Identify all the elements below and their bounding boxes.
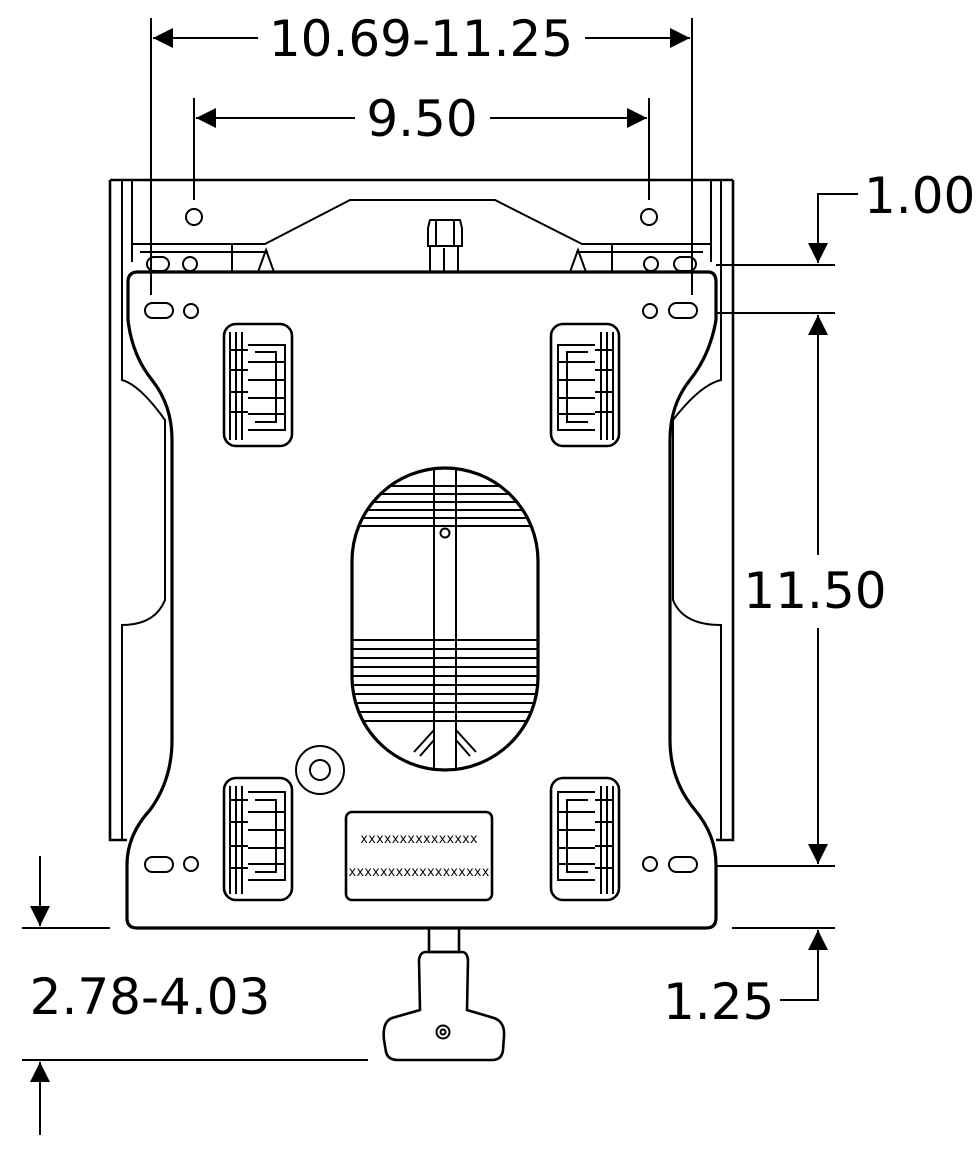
dimension-top-width: 10.69-11.25 (150, 10, 693, 295)
dim-hole-spacing-text: 9.50 (366, 90, 477, 148)
rail-window-bottom-left (222, 776, 294, 902)
slot-bottom-right (668, 856, 698, 873)
rail-window-top-left (222, 322, 294, 448)
label-plate-line1: xxxxxxxxxxxxxxx (360, 832, 478, 847)
top-hole-left (185, 208, 203, 226)
rail-window-bottom-right (549, 776, 621, 902)
dimension-top-offset: 1.00 (716, 167, 975, 314)
dimension-hole-spacing: 9.50 (193, 90, 650, 200)
main-plate (125, 270, 718, 930)
label-plate: xxxxxxxxxxxxxxx xxxxxxxxxxxxxxxxxx (344, 810, 494, 902)
dim-slot-length-text: 11.50 (743, 562, 886, 620)
plate-mount-holes (144, 302, 698, 873)
dim-top-width-text: 10.69-11.25 (269, 10, 573, 68)
label-plate-line2: xxxxxxxxxxxxxxxxxx (349, 865, 490, 880)
slot-bottom-left (144, 856, 174, 873)
release-handle (382, 928, 506, 1062)
top-hole-right (640, 208, 658, 226)
top-riser-plate (132, 199, 711, 273)
slot-top-right (668, 302, 698, 319)
round-boss (295, 745, 345, 795)
dimension-handle-range: 2.78-4.03 (22, 856, 368, 1135)
dim-bottom-offset-text: 1.25 (663, 973, 774, 1031)
central-oval-opening (350, 466, 540, 772)
dim-handle-range-text: 2.78-4.03 (30, 968, 271, 1026)
slot-top-left (144, 302, 174, 319)
rail-window-top-right (549, 322, 621, 448)
adjuster-nut (427, 219, 463, 273)
dim-top-offset-text: 1.00 (864, 167, 975, 225)
dimension-bottom-offset: 1.25 (663, 927, 835, 1031)
dimension-slot-length: 11.50 (716, 315, 887, 867)
